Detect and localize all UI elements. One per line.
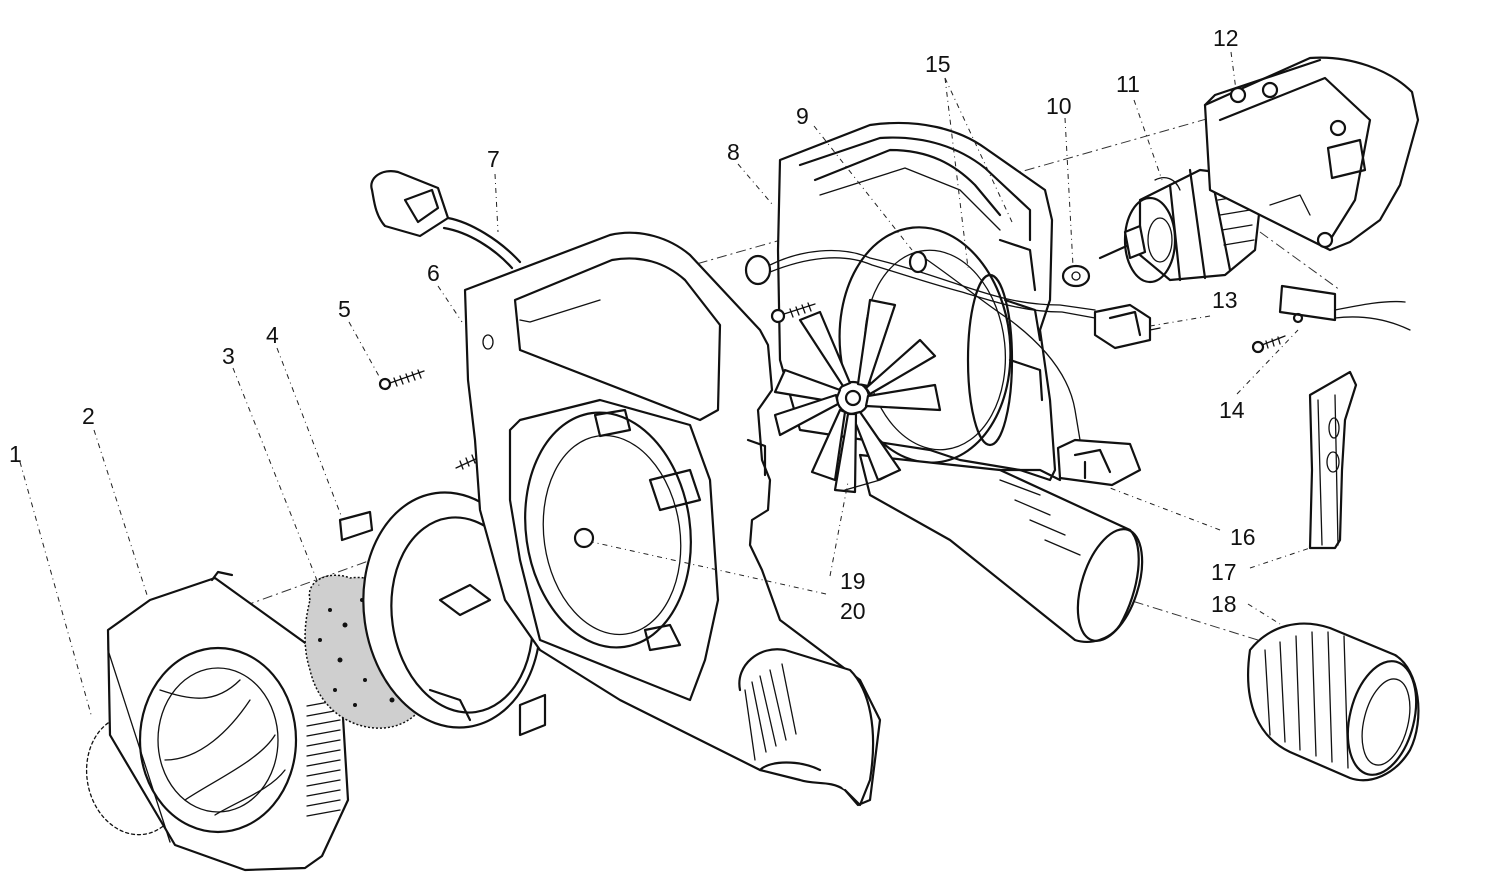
leader-lines bbox=[19, 51, 1311, 719]
part-7-cord-plug bbox=[370, 170, 522, 270]
part-12-motor-cover bbox=[1203, 56, 1420, 252]
callout-7: 7 bbox=[487, 146, 500, 172]
part-13-switch bbox=[1093, 303, 1161, 350]
callout-4: 4 bbox=[266, 322, 279, 348]
callout-11: 11 bbox=[1116, 71, 1140, 97]
part-14-cord-clamp bbox=[1251, 284, 1411, 354]
callout-labels: 1 2 3 4 5 6 7 8 9 10 11 12 13 14 15 16 1… bbox=[9, 25, 1256, 624]
part-17-trigger-lever bbox=[1308, 370, 1358, 550]
callout-18: 18 bbox=[1211, 591, 1237, 617]
callout-9: 9 bbox=[796, 103, 809, 129]
callout-13: 13 bbox=[1212, 287, 1238, 313]
part-2-intake-grille bbox=[106, 570, 350, 872]
internal-wiring bbox=[744, 249, 1096, 441]
callout-1: 1 bbox=[9, 441, 22, 467]
impeller-screw bbox=[770, 302, 816, 324]
part-10-washer bbox=[1061, 264, 1091, 288]
callout-8: 8 bbox=[727, 139, 740, 165]
part-16-connector bbox=[1056, 438, 1142, 487]
part-8-housing-right bbox=[776, 121, 1144, 643]
callout-19: 19 bbox=[840, 568, 866, 594]
callout-17: 17 bbox=[1211, 559, 1237, 585]
callout-6: 6 bbox=[427, 260, 440, 286]
part-19-impeller bbox=[773, 298, 942, 494]
callout-5: 5 bbox=[338, 296, 351, 322]
callout-14: 14 bbox=[1219, 397, 1245, 423]
callout-20: 20 bbox=[840, 598, 866, 624]
callout-16: 16 bbox=[1230, 524, 1256, 550]
part-18-nozzle-cap bbox=[1247, 622, 1420, 782]
part-6-housing-left bbox=[463, 231, 882, 807]
callout-12: 12 bbox=[1213, 25, 1239, 51]
callout-3: 3 bbox=[222, 343, 235, 369]
part-5-screw bbox=[378, 369, 425, 391]
callout-15: 15 bbox=[925, 51, 951, 77]
callout-10: 10 bbox=[1046, 93, 1072, 119]
callout-2: 2 bbox=[82, 403, 95, 429]
